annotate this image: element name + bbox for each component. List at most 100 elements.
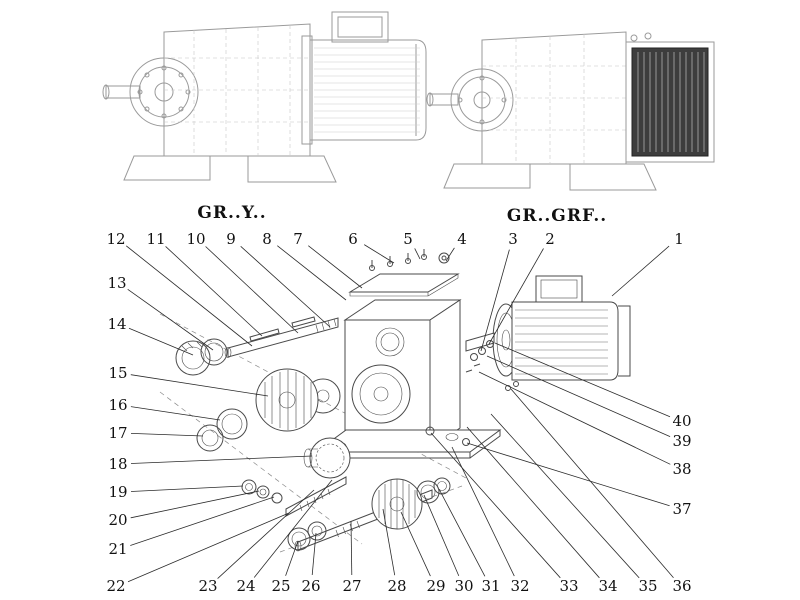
leader-line-27 — [350, 520, 353, 576]
callout-29: 29 — [426, 577, 445, 595]
eye-bolt — [438, 252, 450, 264]
callout-38: 38 — [672, 460, 691, 478]
leader-line-39 — [486, 355, 671, 437]
callout-26: 26 — [301, 577, 320, 595]
callout-13: 13 — [107, 274, 126, 292]
drain-plug — [425, 426, 435, 436]
callout-18: 18 — [108, 455, 127, 473]
flange-bolt-dots — [137, 65, 191, 119]
gear-housing — [314, 299, 502, 459]
output-shaft-assembly — [287, 477, 451, 552]
leader-line-1 — [611, 245, 670, 297]
shaft-key — [249, 328, 280, 342]
ribbed-cover — [625, 32, 715, 163]
leader-line-3 — [480, 249, 510, 352]
callout-8: 8 — [262, 230, 272, 248]
leader-line-6 — [363, 244, 395, 264]
leader-line-36 — [510, 388, 674, 578]
side-plug — [462, 438, 470, 446]
callout-2: 2 — [545, 230, 555, 248]
flange-bolt-dots — [457, 75, 507, 125]
callout-10: 10 — [186, 230, 205, 248]
oil-seal — [175, 340, 211, 376]
variant-label-gr-y: GR..Y.. — [197, 203, 266, 223]
callout-16: 16 — [108, 396, 127, 414]
callout-21: 21 — [108, 540, 127, 558]
callout-9: 9 — [226, 230, 236, 248]
leader-line-31 — [438, 488, 486, 577]
assembled-view-gr-y — [102, 11, 427, 183]
motor-shaft — [465, 332, 495, 352]
leader-line-16 — [130, 406, 221, 421]
callout-37: 37 — [672, 500, 691, 518]
callout-11: 11 — [146, 230, 165, 248]
callout-24: 24 — [236, 577, 255, 595]
assembled-view-gr-grf — [426, 31, 715, 191]
leader-line-34 — [466, 426, 600, 579]
callout-28: 28 — [387, 577, 406, 595]
leader-line-19 — [130, 485, 244, 492]
leader-line-5 — [414, 248, 421, 260]
callout-12: 12 — [106, 230, 125, 248]
callout-1: 1 — [674, 230, 684, 248]
leader-line-18 — [130, 455, 313, 464]
leader-line-28 — [382, 508, 396, 576]
leader-line-4 — [445, 247, 455, 262]
callout-39: 39 — [672, 432, 691, 450]
motor-fins — [314, 47, 420, 133]
callout-33: 33 — [559, 577, 578, 595]
leader-line-9 — [240, 246, 331, 328]
bearing — [216, 408, 248, 440]
callout-32: 32 — [510, 577, 529, 595]
leader-line-15 — [130, 374, 269, 397]
leader-line-30 — [423, 494, 460, 577]
leader-line-22 — [127, 512, 290, 583]
leader-line-23 — [217, 489, 315, 579]
leader-line-21 — [130, 496, 275, 546]
intermediate-gears — [196, 368, 341, 452]
helical-gear — [255, 368, 319, 432]
input-shaft-assembly — [175, 316, 339, 376]
callout-23: 23 — [198, 577, 217, 595]
leader-line-25 — [285, 540, 299, 576]
callout-20: 20 — [108, 511, 127, 529]
callout-7: 7 — [293, 230, 303, 248]
callout-27: 27 — [342, 577, 361, 595]
callout-14: 14 — [107, 315, 126, 333]
terminal-box — [535, 275, 583, 303]
leader-line-12 — [125, 245, 253, 347]
callout-36: 36 — [672, 577, 691, 595]
callout-19: 19 — [108, 483, 127, 501]
leader-line-8 — [277, 245, 347, 301]
variant-label-gr-grf: GR..GRF.. — [507, 206, 607, 226]
motor — [465, 275, 631, 381]
callout-6: 6 — [348, 230, 358, 248]
exploded-view — [159, 249, 631, 553]
leader-line-10 — [205, 246, 299, 334]
callout-4: 4 — [457, 230, 467, 248]
callout-31: 31 — [481, 577, 500, 595]
leader-line-14 — [128, 327, 194, 356]
callout-34: 34 — [598, 577, 617, 595]
leader-line-29 — [400, 511, 431, 577]
leader-line-2 — [488, 248, 544, 345]
leader-line-11 — [165, 246, 263, 337]
leader-line-26 — [311, 532, 317, 576]
callout-35: 35 — [638, 577, 657, 595]
callout-17: 17 — [108, 424, 127, 442]
leader-line-24 — [253, 479, 333, 578]
casing-detail-lines — [482, 34, 626, 164]
bearing — [416, 480, 440, 504]
callout-5: 5 — [403, 230, 413, 248]
leader-line-38 — [478, 371, 671, 465]
callout-22: 22 — [106, 577, 125, 595]
callout-40: 40 — [672, 412, 691, 430]
leader-line-37 — [466, 442, 670, 507]
callout-3: 3 — [508, 230, 518, 248]
leader-line-20 — [130, 490, 260, 519]
leader-line-35 — [490, 413, 640, 579]
top-cover-and-bolts — [348, 249, 460, 297]
